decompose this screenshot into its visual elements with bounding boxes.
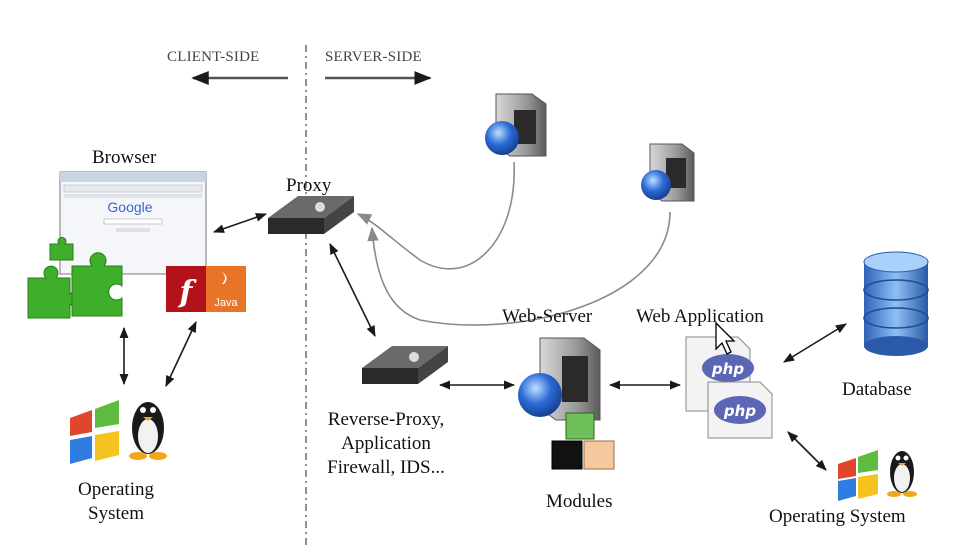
server-os-label: Operating System: [769, 506, 906, 527]
client-side-label: CLIENT-SIDE: [167, 49, 260, 65]
connections: [119, 213, 847, 471]
php-file-icon: php: [707, 381, 773, 439]
mouse-cursor-icon: [715, 321, 736, 355]
proxy-device-icon: [268, 196, 354, 234]
webapp-database-arrow: [783, 323, 847, 363]
reverse-proxy-line3: Firewall, IDS...: [327, 457, 445, 478]
svg-text:Java: Java: [214, 297, 238, 309]
browser-proxy-arrow: [212, 213, 268, 233]
google-logo: Google: [107, 199, 152, 215]
proxy-label: Proxy: [286, 175, 332, 196]
remote-server-icon: [485, 93, 547, 157]
modules-cubes-icon: [551, 412, 615, 470]
web-application-label: Web Application: [636, 306, 764, 327]
database-label: Database: [842, 379, 912, 400]
svg-text:php: php: [723, 402, 756, 420]
puzzle-plugin-icon: [27, 236, 123, 319]
modules-label: Modules: [546, 491, 613, 512]
remote-server1-proxy-curve: [356, 161, 515, 270]
server-side-label: SERVER-SIDE: [325, 49, 422, 65]
reverse-proxy-label: Reverse-Proxy, Application Firewall, IDS…: [312, 408, 460, 480]
web-server-label: Web-Server: [502, 306, 593, 327]
flash-os-arrow: [165, 320, 197, 388]
database-icon: [863, 251, 929, 356]
reverse-proxy-line2: Application: [341, 433, 431, 454]
client-os-line2: System: [88, 503, 144, 524]
client-os-line1: Operating: [78, 479, 154, 500]
svg-text:php: php: [711, 360, 744, 378]
webapp-os-arrow: [787, 431, 827, 471]
java-icon: Java: [206, 266, 246, 312]
reverse-proxy-device-icon: [362, 346, 448, 384]
client-os-label: Operating System: [64, 478, 168, 526]
proxy-reverse-proxy-arrow: [329, 242, 376, 338]
web-server-icon: [518, 337, 601, 421]
reverse-proxy-line1: Reverse-Proxy,: [327, 409, 445, 430]
client-os-icon: [70, 400, 167, 464]
flash-icon: f: [166, 266, 206, 312]
browser-label: Browser: [92, 147, 157, 168]
remote-server-icon: [641, 143, 695, 202]
server-os-icon: [838, 450, 917, 501]
browser-window-icon: Google: [59, 171, 207, 275]
remote-server2-proxy-curve: [367, 211, 671, 326]
